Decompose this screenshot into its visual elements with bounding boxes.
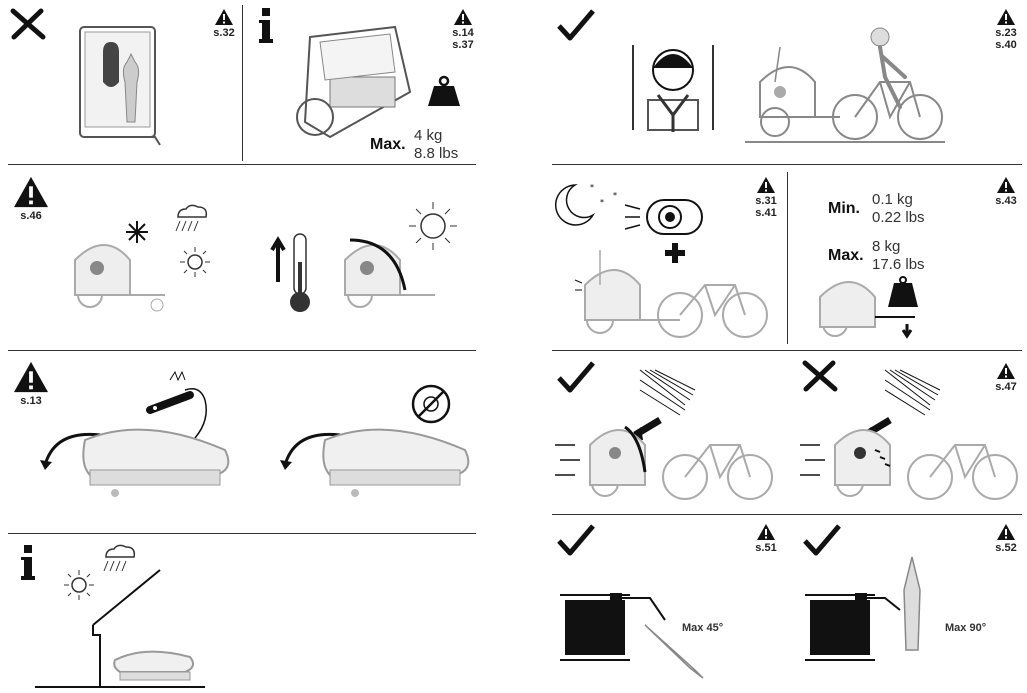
page-ref: s.32 bbox=[213, 27, 235, 39]
trailer-with-bike-illustration bbox=[574, 250, 768, 338]
page-ref-1: s.14 bbox=[452, 27, 474, 39]
page-ref: s.52 bbox=[995, 542, 1017, 554]
warning-icon bbox=[757, 177, 775, 193]
warning-icon bbox=[997, 524, 1015, 540]
page-ref-2: s.41 bbox=[755, 207, 777, 219]
warning-icon bbox=[14, 176, 48, 208]
trailer-front-with-pet-illustration bbox=[79, 26, 161, 146]
page-ref-2: s.40 bbox=[995, 39, 1017, 51]
checkmark-icon bbox=[803, 524, 841, 556]
trailer-under-roof-illustration bbox=[35, 569, 205, 688]
divider-top-left bbox=[242, 5, 243, 161]
warning-icon bbox=[997, 363, 1015, 379]
trailer-rotation-illustration-right bbox=[280, 428, 470, 497]
warning-icon bbox=[215, 9, 233, 25]
divider-row2-left bbox=[8, 350, 476, 351]
warning-icon bbox=[454, 9, 472, 25]
max-angle-label: Max 45° bbox=[682, 622, 724, 634]
checkmark-icon bbox=[557, 524, 595, 556]
page-ref: s.46 bbox=[20, 210, 42, 222]
page-ref-1: s.31 bbox=[755, 195, 777, 207]
snowflake-icon bbox=[126, 221, 148, 243]
page-ref-1: s.23 bbox=[995, 27, 1017, 39]
warning-icon bbox=[997, 9, 1015, 25]
warning-ref-p1: s.32 bbox=[208, 8, 240, 39]
trailer-illustration-weather bbox=[74, 244, 165, 312]
warning-icon bbox=[997, 177, 1015, 193]
page-ref-2: s.37 bbox=[452, 39, 474, 51]
svg-text:*: * bbox=[590, 183, 594, 192]
min-weight-kg: 0.1 kg bbox=[872, 191, 913, 208]
max-angle-label: Max 90° bbox=[945, 622, 987, 634]
warning-ref-p2: s.14 s.37 bbox=[447, 8, 479, 51]
pinched-hand-icon bbox=[146, 370, 207, 439]
max-label: Max. bbox=[828, 247, 864, 264]
sun-icon bbox=[409, 202, 457, 250]
trailer-with-sunshade-illustration bbox=[344, 238, 435, 308]
page-ref: s.13 bbox=[20, 395, 42, 407]
hitch-angle-90-illustration bbox=[805, 556, 921, 661]
page-ref: s.51 bbox=[755, 542, 777, 554]
warning-ref-p7: s.13 bbox=[10, 360, 52, 407]
warning-ref-p6: s.43 bbox=[990, 176, 1022, 207]
info-icon bbox=[21, 545, 35, 580]
page-ref: s.43 bbox=[995, 195, 1017, 207]
warning-ref-p3: s.23 s.40 bbox=[990, 8, 1022, 51]
trailer-rotation-illustration-left bbox=[40, 428, 230, 497]
divider-row2-right bbox=[552, 350, 1022, 351]
no-children-icon bbox=[411, 384, 451, 424]
hitch-angle-45-illustration bbox=[560, 593, 704, 679]
svg-text:*: * bbox=[600, 198, 604, 207]
info-icon bbox=[259, 8, 273, 43]
sun-icon bbox=[64, 570, 94, 600]
checkmark-icon bbox=[557, 9, 595, 41]
bug-screen-open-illustration bbox=[800, 369, 1018, 500]
warning-icon bbox=[757, 524, 775, 540]
warning-ref-p8: s.47 bbox=[990, 362, 1022, 393]
svg-text:*: * bbox=[613, 191, 617, 200]
checkmark-icon bbox=[557, 361, 595, 393]
warning-ref-p10: s.52 bbox=[990, 523, 1022, 554]
max-weight-lbs: 17.6 lbs bbox=[872, 256, 925, 273]
max-weight-kg: 4 kg bbox=[414, 127, 443, 144]
cross-icon bbox=[802, 360, 838, 392]
divider-mid-right bbox=[787, 172, 788, 344]
moon-and-stars-icon: * * * bbox=[555, 183, 617, 226]
thermometer-icon bbox=[270, 233, 310, 312]
rain-cloud-icon bbox=[103, 544, 136, 572]
divider-row1-left bbox=[8, 164, 476, 165]
max-label: Max. bbox=[370, 136, 406, 153]
plus-icon bbox=[665, 243, 685, 263]
warning-ref-p4: s.46 bbox=[10, 175, 52, 222]
warning-ref-p9: s.51 bbox=[750, 523, 782, 554]
warning-icon bbox=[14, 361, 48, 393]
max-weight-lbs: 8.8 lbs bbox=[414, 145, 459, 162]
bike-light-icon bbox=[624, 199, 703, 235]
weight-icon bbox=[428, 75, 460, 106]
cross-icon bbox=[10, 8, 46, 40]
min-weight-lbs: 0.22 lbs bbox=[872, 209, 925, 226]
trailer-storage-illustration bbox=[296, 25, 412, 139]
warning-ref-p5: s.31 s.41 bbox=[750, 176, 782, 219]
sun-icon bbox=[180, 247, 210, 277]
divider-row3-right bbox=[552, 514, 1022, 515]
page-ref: s.47 bbox=[995, 381, 1017, 393]
trailer-hitch-weight-illustration bbox=[819, 276, 918, 339]
max-weight-kg: 8 kg bbox=[872, 238, 901, 255]
min-label: Min. bbox=[828, 200, 860, 217]
rain-cloud-icon bbox=[175, 204, 208, 232]
divider-row1-right bbox=[552, 164, 1022, 165]
divider-row3-left bbox=[8, 533, 476, 534]
bug-screen-closed-illustration bbox=[555, 369, 773, 500]
child-with-helmet-illustration bbox=[632, 45, 714, 132]
cyclist-with-trailer-illustration bbox=[745, 27, 945, 143]
